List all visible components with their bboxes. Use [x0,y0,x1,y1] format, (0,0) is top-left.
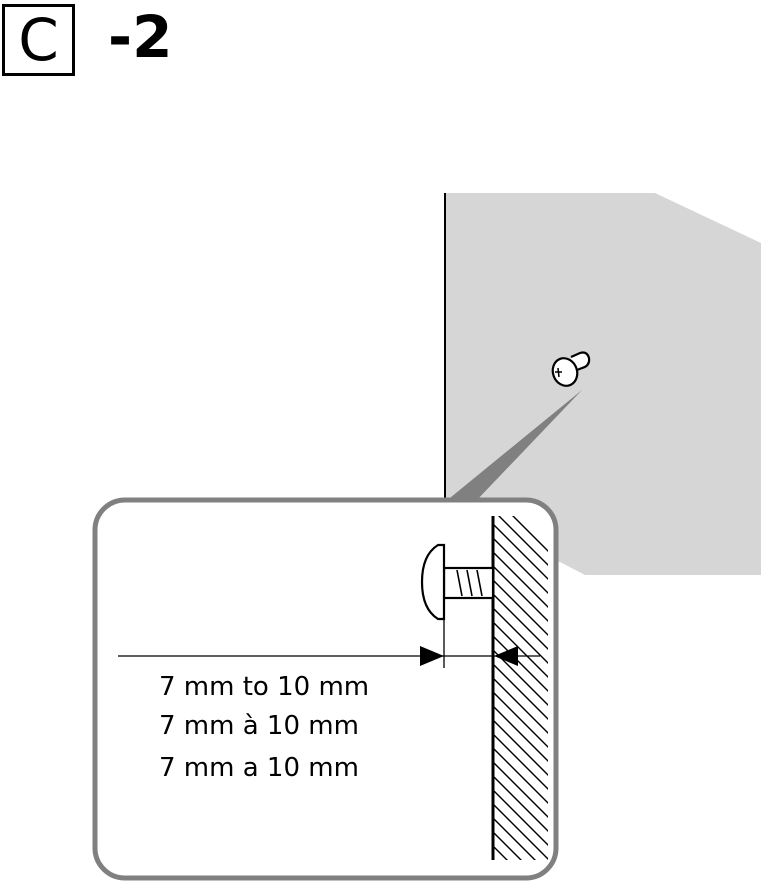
dimension-text-fr: 7 mm à 10 mm [159,711,359,741]
hatched-wall-icon [493,516,548,860]
screw-side-view [420,543,495,621]
figure-label-suffix: -2 [108,3,173,71]
callout-pointer [445,390,582,502]
dimension-text-en: 7 mm to 10 mm [159,672,370,702]
dimension-text-es: 7 mm a 10 mm [159,753,359,783]
screw-icon [551,351,591,387]
figure-label-letter: C [18,6,59,74]
device-panel [445,193,761,575]
dimension-arrow-icon [118,619,540,668]
figure-label-box: C [2,4,75,76]
